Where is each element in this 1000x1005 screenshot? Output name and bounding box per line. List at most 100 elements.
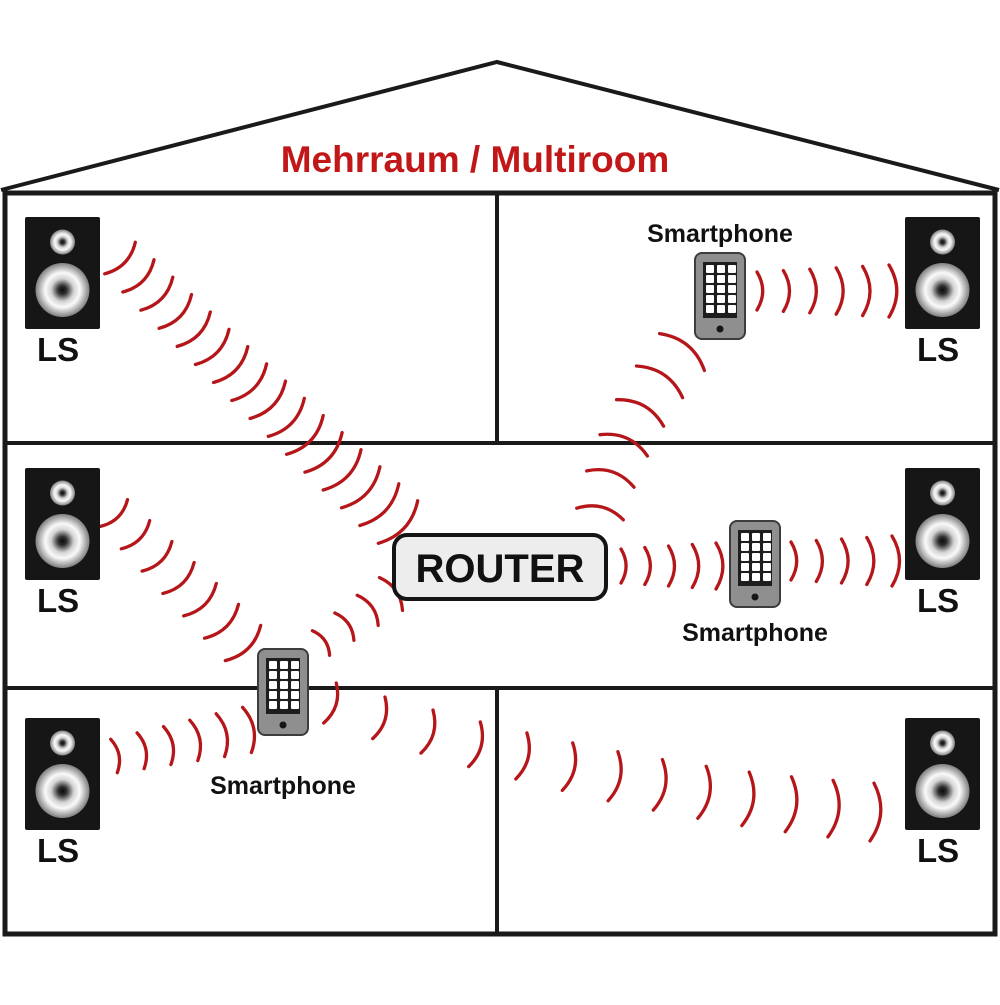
speaker-top-right: LS bbox=[905, 217, 980, 368]
signal-wave-arc bbox=[651, 757, 668, 812]
speaker-bottom-left: LS bbox=[25, 718, 100, 869]
signal-wave-arc bbox=[634, 364, 685, 400]
signal-wave-arc bbox=[248, 379, 288, 421]
smartphone-top-right: Smartphone bbox=[647, 220, 793, 340]
speaker-label: LS bbox=[917, 832, 959, 869]
wave-speaker-bottom-left-smartphone-bottom-left bbox=[109, 705, 257, 775]
smartphone-label: Smartphone bbox=[210, 772, 356, 800]
smartphone-icon bbox=[694, 252, 746, 340]
smartphone-label: Smartphone bbox=[647, 220, 793, 248]
smartphone-icon bbox=[257, 648, 309, 736]
speaker-label: LS bbox=[37, 832, 79, 869]
signal-wave-arc bbox=[157, 292, 194, 330]
signal-wave-arc bbox=[161, 724, 176, 767]
signal-wave-arc bbox=[865, 535, 876, 587]
signal-wave-arc bbox=[890, 534, 902, 588]
smartphone-middle-right: Smartphone bbox=[682, 520, 828, 647]
smartphone-bottom-left: Smartphone bbox=[210, 648, 356, 800]
signal-wave-arc bbox=[887, 263, 899, 319]
signal-wave-arc bbox=[182, 581, 218, 618]
signal-wave-arc bbox=[321, 448, 363, 492]
signal-waves bbox=[98, 240, 902, 843]
signal-wave-arc bbox=[696, 764, 713, 820]
speaker-middle-left: LS bbox=[25, 468, 100, 619]
signal-wave-arc bbox=[868, 781, 883, 843]
signal-wave-arc bbox=[614, 398, 666, 428]
signal-wave-arc bbox=[575, 504, 625, 522]
signal-wave-arc bbox=[666, 544, 677, 588]
speaker-icon bbox=[905, 718, 980, 830]
signal-wave-arc bbox=[467, 720, 485, 769]
speaker-label: LS bbox=[917, 331, 959, 368]
signal-wave-arc bbox=[839, 537, 850, 585]
signal-wave-arc bbox=[808, 267, 818, 315]
signal-wave-arc bbox=[781, 268, 792, 314]
signal-wave-arc bbox=[211, 344, 250, 385]
wave-smartphone-top-right-speaker-top-right bbox=[755, 263, 899, 319]
signal-wave-arc bbox=[175, 310, 212, 349]
signal-wave-arc bbox=[560, 741, 578, 793]
speaker-icon bbox=[25, 217, 100, 329]
signal-wave-arc bbox=[643, 545, 652, 587]
wave-router-smartphone-top-right bbox=[575, 331, 707, 522]
signal-wave-arc bbox=[606, 750, 623, 803]
signal-wave-arc bbox=[103, 240, 137, 276]
wave-router-smartphone-middle-right bbox=[619, 541, 725, 591]
signal-wave-arc bbox=[322, 681, 340, 725]
signal-wave-arc bbox=[376, 499, 420, 545]
signal-wave-arc bbox=[223, 623, 263, 663]
signal-wave-arc bbox=[98, 497, 130, 529]
signal-wave-arc bbox=[783, 775, 799, 834]
speaker-icon bbox=[905, 217, 980, 329]
speaker-label: LS bbox=[917, 582, 959, 619]
signal-wave-arc bbox=[161, 560, 196, 596]
speaker-top-left: LS bbox=[25, 217, 100, 368]
speaker-label: LS bbox=[37, 331, 79, 368]
signal-wave-arc bbox=[193, 327, 231, 367]
signal-wave-arc bbox=[121, 258, 156, 294]
signal-wave-arc bbox=[240, 705, 257, 755]
signal-wave-arc bbox=[814, 538, 825, 584]
signal-wave-arc bbox=[755, 270, 765, 312]
signal-wave-arc bbox=[585, 468, 636, 489]
diagram-title: Mehrraum / Multiroom bbox=[281, 139, 670, 180]
house-outline bbox=[2, 190, 998, 937]
signal-wave-arc bbox=[834, 266, 845, 316]
signal-wave-arc bbox=[188, 718, 203, 763]
router-box bbox=[392, 533, 608, 601]
signal-wave-arc bbox=[333, 611, 356, 642]
signal-wave-arc bbox=[214, 712, 230, 759]
signal-wave-arc bbox=[140, 539, 174, 573]
signal-wave-arc bbox=[714, 541, 725, 591]
signal-wave-arc bbox=[371, 695, 389, 741]
signal-wave-arc bbox=[598, 432, 650, 458]
signal-wave-arc bbox=[358, 482, 401, 528]
signal-wave-arc bbox=[119, 518, 152, 551]
wave-speaker-top-left-router bbox=[103, 240, 420, 545]
speaker-icon bbox=[25, 718, 100, 830]
wave-smartphone-bottom-left-router bbox=[310, 575, 405, 657]
signal-wave-arc bbox=[789, 540, 799, 582]
signal-wave-arc bbox=[740, 770, 756, 828]
signal-wave-arc bbox=[139, 275, 175, 312]
speaker-bottom-right: LS bbox=[905, 718, 980, 869]
wave-smartphone-middle-right-speaker-middle-right bbox=[789, 534, 902, 588]
signal-wave-arc bbox=[339, 465, 382, 510]
signal-wave-arc bbox=[619, 547, 628, 585]
signal-wave-arc bbox=[690, 542, 701, 590]
signal-wave-arc bbox=[860, 264, 872, 318]
signal-wave-arc bbox=[514, 731, 531, 781]
wave-speaker-middle-left-smartphone-bottom-left bbox=[98, 497, 263, 663]
signal-wave-arc bbox=[266, 396, 306, 439]
signal-wave-arc bbox=[230, 362, 269, 403]
signal-wave-arc bbox=[303, 430, 344, 474]
signal-wave-arc bbox=[419, 708, 437, 755]
signal-wave-arc bbox=[310, 629, 332, 657]
signal-wave-arc bbox=[202, 602, 241, 640]
speaker-icon bbox=[905, 468, 980, 580]
speaker-icon bbox=[25, 468, 100, 580]
speaker-middle-right: LS bbox=[905, 468, 980, 619]
signal-wave-arc bbox=[284, 413, 325, 456]
wave-smartphone-bottom-left-speaker-bottom-right bbox=[322, 681, 883, 843]
